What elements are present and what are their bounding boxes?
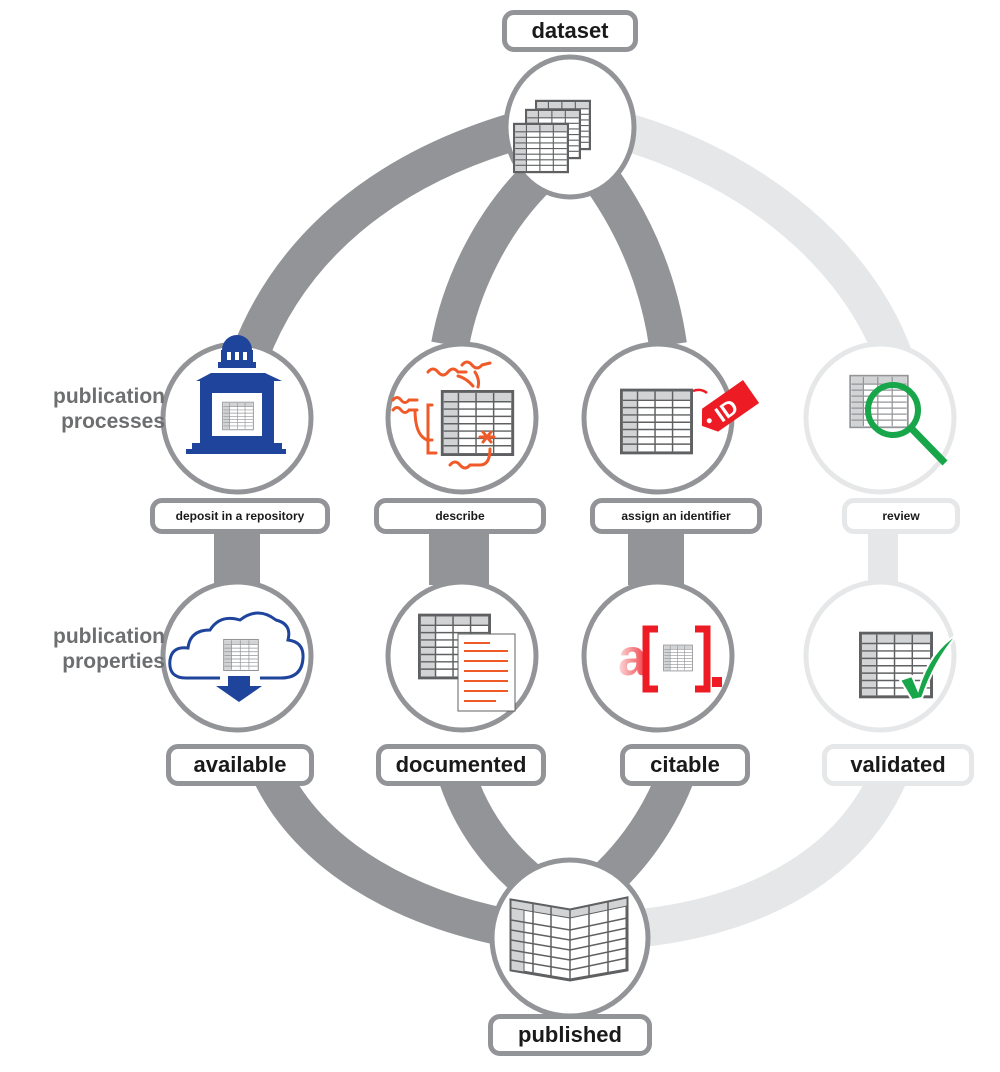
- connector-deposit-available: [214, 525, 260, 585]
- connector-describe-documented: [429, 525, 489, 585]
- row-label-processes: publication processes: [0, 384, 165, 434]
- node-review: [803, 341, 957, 495]
- path-faded-bottom: [618, 753, 913, 949]
- node-deposit: [160, 335, 314, 495]
- row-label-properties-line1: publication: [53, 625, 165, 648]
- node-available: [160, 579, 314, 733]
- open-book-spreadsheet-icon: [509, 896, 629, 982]
- node-citable: a: [581, 579, 735, 733]
- node-dataset: [503, 54, 637, 200]
- label-property-available: available: [166, 744, 314, 786]
- label-process-describe: describe: [374, 498, 546, 534]
- row-label-properties: publication properties: [0, 624, 165, 674]
- citation-brackets-icon: a: [618, 625, 722, 693]
- label-process-deposit: deposit in a repository: [150, 498, 330, 534]
- path-outer-left-top: [232, 111, 526, 362]
- path-faded-top: [614, 111, 913, 367]
- path-outer-left-bottom: [247, 752, 524, 949]
- row-label-processes-line1: publication: [53, 385, 165, 408]
- label-dataset: dataset: [502, 10, 638, 52]
- connector-identifier-citable: [628, 525, 684, 585]
- path-inner-left-top: [431, 155, 559, 349]
- node-describe: [385, 341, 539, 495]
- node-validated: [803, 579, 959, 733]
- label-process-review: review: [842, 498, 960, 534]
- label-property-documented: documented: [376, 744, 546, 786]
- node-published: [489, 857, 651, 1019]
- checkmark-icon: [898, 633, 959, 702]
- label-property-citable: citable: [620, 744, 750, 786]
- node-documented: [385, 579, 539, 733]
- magnifier-icon: [865, 382, 948, 466]
- cloud-download-icon: [168, 611, 305, 702]
- label-property-validated: validated: [822, 744, 974, 786]
- annotated-spreadsheet-icon: [440, 390, 515, 456]
- row-label-properties-line2: properties: [62, 650, 165, 673]
- label-published: published: [488, 1014, 652, 1056]
- path-inner-right-top: [579, 158, 687, 348]
- connector-review-validated: [868, 525, 898, 585]
- row-label-processes-line2: processes: [61, 410, 165, 433]
- label-process-identifier: assign an identifier: [590, 498, 762, 534]
- node-identifier: ID: [581, 341, 760, 495]
- spreadsheet-document-icon: [457, 633, 516, 712]
